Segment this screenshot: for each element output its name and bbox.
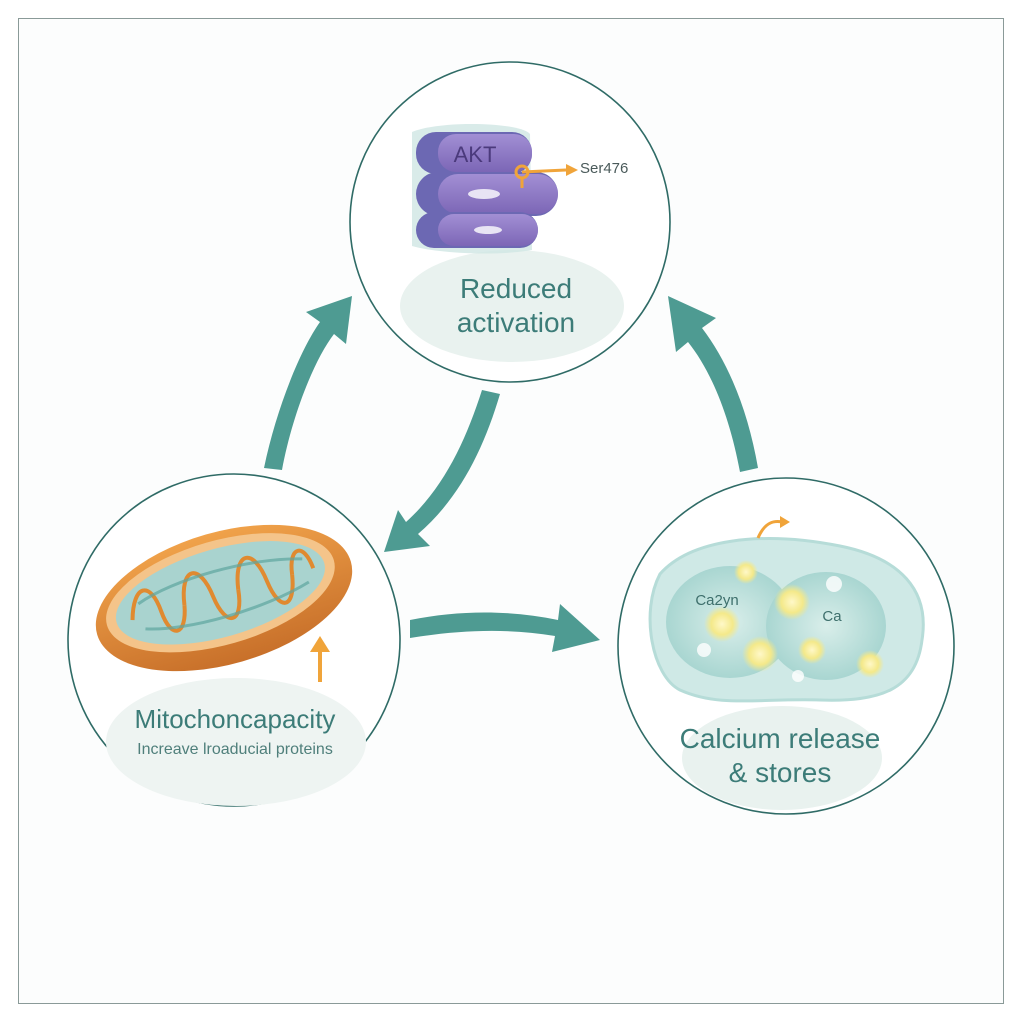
arrow-mito-to-calcium: [410, 604, 600, 652]
arrow-mito-to-akt: [264, 296, 352, 470]
cycle-arrows: [264, 296, 758, 652]
calcium-tag-1: Ca2yn: [695, 592, 739, 609]
arrow-akt-to-mito: [384, 390, 500, 552]
mito-caption: Mitochoncapacity: [134, 704, 336, 734]
calcium-caption-bg: [682, 706, 882, 810]
akt-caption: Reduced activation: [456, 273, 576, 338]
arrow-calcium-to-akt: [668, 296, 758, 472]
akt-caption-bg: [400, 250, 624, 362]
calcium-caption: Calcium release & stores: [679, 723, 881, 788]
akt-protein-label: AKT: [453, 142, 497, 167]
mito-caption-bg: [106, 678, 366, 806]
calcium-store-icon: [648, 516, 925, 703]
calcium-tag-2: Ca: [822, 608, 842, 625]
mito-subcaption: Increave lroaducial proteins: [137, 741, 333, 758]
mitochondrion-icon: [95, 524, 353, 682]
akt-protein-icon: [412, 123, 578, 254]
phospho-site-label: Ser476: [580, 160, 629, 177]
